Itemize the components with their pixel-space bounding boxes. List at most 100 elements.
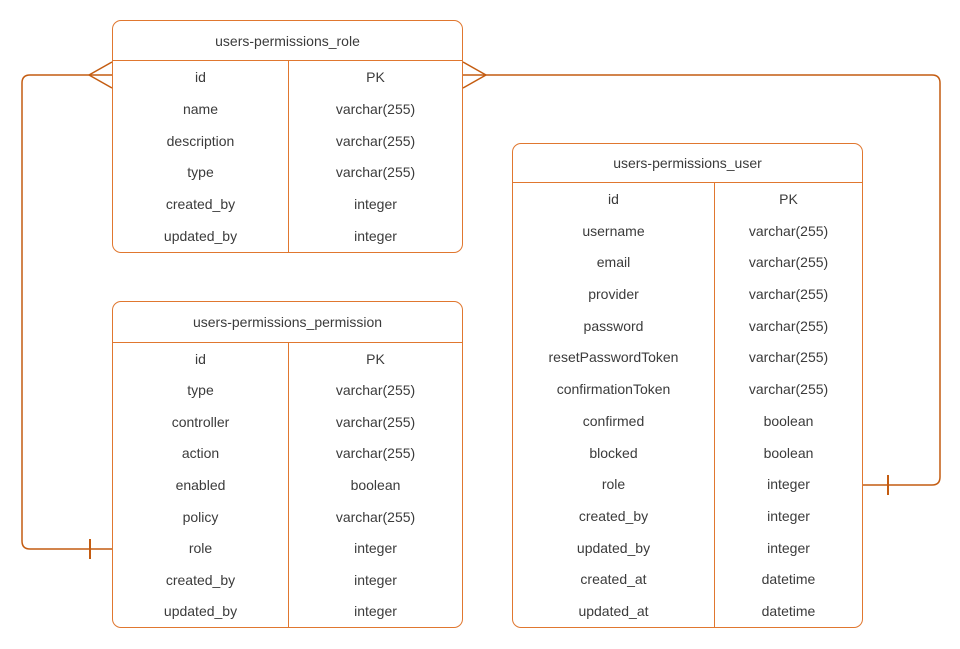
field-type: varchar(255) <box>748 286 829 303</box>
table-row-user-resetPasswordToken: resetPasswordToken varchar(255) <box>513 341 862 374</box>
field-name: enabled <box>113 469 289 501</box>
field-type: varchar(255) <box>335 445 416 462</box>
table-title-permission: users-permissions_permission <box>113 302 462 343</box>
field-name: id <box>513 183 715 215</box>
field-type: varchar(255) <box>748 222 829 239</box>
table-row-permission-created_by: created_by integer <box>113 563 462 596</box>
table-row-user-updated_by: updated_by integer <box>513 531 862 564</box>
field-name: role <box>113 532 289 564</box>
field-name: created_at <box>513 563 715 596</box>
field-name: controller <box>113 406 289 438</box>
field-type: PK <box>366 350 385 367</box>
table-row-user-id: id PK <box>513 183 862 215</box>
field-type: PK <box>779 190 798 207</box>
field-type: integer <box>354 196 397 213</box>
field-type: boolean <box>763 412 814 429</box>
field-type: varchar(255) <box>748 317 829 334</box>
table-row-user-role: role integer <box>513 468 862 501</box>
table-row-role-name: name varchar(255) <box>113 92 462 125</box>
table-row-user-email: email varchar(255) <box>513 246 862 279</box>
field-name: updated_by <box>113 595 289 628</box>
field-type: varchar(255) <box>335 100 416 117</box>
table-row-user-confirmationToken: confirmationToken varchar(255) <box>513 373 862 406</box>
field-type: varchar(255) <box>748 381 829 398</box>
table-body: id PK type varchar(255) controller varchar(25… <box>113 343 462 628</box>
field-name: type <box>113 374 289 407</box>
relationship-role-id-to-permission-role[interactable] <box>21 61 113 559</box>
crow-foot-many-marker <box>462 61 487 76</box>
field-name: policy <box>113 500 289 533</box>
field-name: username <box>513 214 715 247</box>
field-name: action <box>113 437 289 470</box>
table-row-role-id: id PK <box>113 61 462 93</box>
table-row-user-created_by: created_by integer <box>513 500 862 532</box>
table-row-role-type: type varchar(255) <box>113 156 462 189</box>
crow-foot-many-marker <box>88 74 113 89</box>
table-row-permission-type: type varchar(255) <box>113 374 462 407</box>
field-name: created_by <box>513 500 715 532</box>
field-type: varchar(255) <box>335 132 416 149</box>
table-row-role-updated_by: updated_by integer <box>113 220 462 252</box>
field-type: boolean <box>763 444 814 461</box>
table-row-user-password: password varchar(255) <box>513 309 862 342</box>
field-type: varchar(255) <box>335 382 416 399</box>
field-type: integer <box>767 476 810 493</box>
field-name: resetPasswordToken <box>513 341 715 374</box>
field-name: id <box>113 61 289 93</box>
field-name: role <box>513 468 715 501</box>
field-type: integer <box>354 540 397 557</box>
field-type: integer <box>354 603 397 620</box>
field-name: updated_by <box>113 220 289 252</box>
field-name: name <box>113 92 289 125</box>
table-row-permission-controller: controller varchar(255) <box>113 406 462 438</box>
relationship-line[interactable] <box>21 74 112 550</box>
table-row-permission-id: id PK <box>113 343 462 375</box>
field-name: created_by <box>113 563 289 596</box>
table-row-user-created_at: created_at datetime <box>513 563 862 596</box>
field-name: created_by <box>113 188 289 221</box>
field-type: varchar(255) <box>335 164 416 181</box>
table-row-permission-role: role integer <box>113 532 462 564</box>
field-type: integer <box>354 228 397 245</box>
field-type: integer <box>767 508 810 525</box>
table-row-role-description: description varchar(255) <box>113 124 462 157</box>
field-type: datetime <box>761 571 816 588</box>
table-row-user-confirmed: confirmed boolean <box>513 405 862 437</box>
field-type: boolean <box>350 477 401 494</box>
field-type: varchar(255) <box>335 413 416 430</box>
field-name: confirmationToken <box>513 373 715 406</box>
table-row-user-updated_at: updated_at datetime <box>513 595 862 628</box>
field-name: updated_at <box>513 595 715 628</box>
field-type: datetime <box>761 603 816 620</box>
field-name: confirmed <box>513 405 715 437</box>
field-type: integer <box>767 539 810 556</box>
table-row-permission-policy: policy varchar(255) <box>113 500 462 533</box>
table-row-user-blocked: blocked boolean <box>513 436 862 469</box>
table-row-permission-enabled: enabled boolean <box>113 469 462 501</box>
field-name: type <box>113 156 289 189</box>
field-type: varchar(255) <box>748 254 829 271</box>
table-row-user-username: username varchar(255) <box>513 214 862 247</box>
table-row-permission-updated_by: updated_by integer <box>113 595 462 628</box>
field-type: varchar(255) <box>748 349 829 366</box>
table-body: id PK username varchar(255) email varchar(255… <box>513 183 862 628</box>
field-name: id <box>113 343 289 375</box>
table-title-user: users-permissions_user <box>513 144 862 183</box>
field-name: password <box>513 309 715 342</box>
field-name: updated_by <box>513 531 715 564</box>
field-name: blocked <box>513 436 715 469</box>
crow-foot-many-marker <box>462 74 487 89</box>
field-name: description <box>113 124 289 157</box>
field-type: PK <box>366 68 385 85</box>
table-row-user-provider: provider varchar(255) <box>513 278 862 310</box>
field-type: integer <box>354 571 397 588</box>
field-type: varchar(255) <box>335 508 416 525</box>
table-title-role: users-permissions_role <box>113 21 462 61</box>
table-body: id PK name varchar(255) description varchar(2… <box>113 61 462 252</box>
field-name: email <box>513 246 715 279</box>
field-name: provider <box>513 278 715 310</box>
